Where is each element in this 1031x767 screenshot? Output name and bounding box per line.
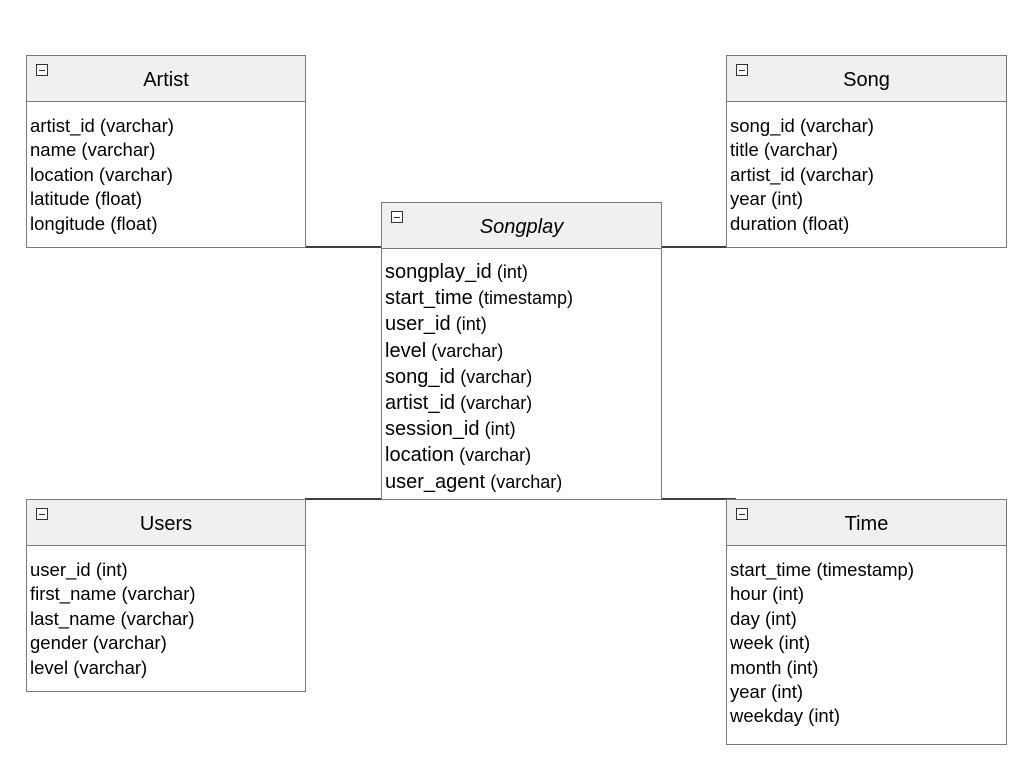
attribute-type: (timestamp)	[477, 288, 573, 309]
attribute-type: (varchar)	[459, 445, 532, 466]
attribute-item: duration (float)	[730, 212, 850, 234]
entity-header[interactable]: Time	[727, 500, 1006, 546]
attribute-item: title (varchar)	[730, 139, 838, 161]
attribute-name: location	[385, 444, 454, 467]
entity-header[interactable]: Song	[727, 56, 1006, 102]
attribute-type: (int)	[455, 314, 487, 335]
attribute-item: longitude (float)	[30, 212, 158, 234]
minus-square-icon[interactable]	[391, 211, 403, 223]
attribute-list: song_id (varchar) title (varchar)artist_i…	[727, 102, 1006, 236]
attribute-item: song_id (varchar)	[730, 115, 874, 136]
attribute-name: session_id	[385, 418, 480, 441]
attribute-item: year (int)	[730, 681, 803, 703]
entity-time[interactable]: Time start_time (timestamp) hour (int)day…	[726, 499, 1007, 745]
attribute-item: user_id (int)	[385, 311, 661, 337]
attribute-item: level (varchar)	[385, 338, 661, 364]
entity-header[interactable]: Users	[27, 500, 305, 546]
attribute-list: artist_id (varchar) name (varchar)locatio…	[27, 102, 305, 236]
attribute-item: weekday (int)	[730, 705, 841, 727]
attribute-type: (varchar)	[490, 471, 563, 492]
attribute-item: hour (int)	[730, 583, 805, 605]
attribute-type: (varchar)	[460, 393, 533, 414]
attribute-item: start_time (timestamp)	[730, 559, 915, 580]
attribute-item: artist_id (varchar)	[385, 390, 661, 416]
entity-songplay[interactable]: Songplay songplay_id (int)start_time (ti…	[381, 202, 662, 500]
entity-title: Songplay	[479, 216, 564, 238]
attribute-item: week (int)	[730, 632, 811, 654]
attribute-item: start_time (timestamp)	[385, 285, 661, 311]
attribute-name: start_time	[385, 287, 473, 310]
entity-title: Time	[844, 513, 889, 535]
attribute-name: songplay_id	[385, 261, 492, 283]
entity-header[interactable]: Songplay	[382, 203, 661, 249]
entity-title: Artist	[143, 69, 189, 91]
minus-square-icon[interactable]	[736, 64, 748, 76]
attribute-item: level (varchar)	[30, 656, 148, 678]
minus-square-icon[interactable]	[736, 508, 748, 520]
attribute-name: level	[385, 339, 427, 362]
entity-artist[interactable]: Artist artist_id (varchar) name (varchar)…	[26, 55, 306, 248]
attribute-item: songplay_id (int)	[385, 259, 661, 285]
entity-header[interactable]: Artist	[27, 56, 305, 102]
attribute-list: user_id (int) first_name (varchar)last_na…	[27, 546, 305, 680]
attribute-list: songplay_id (int)start_time (timestamp)u…	[382, 249, 661, 495]
entity-song[interactable]: Song song_id (varchar) title (varchar)art…	[726, 55, 1007, 248]
minus-square-icon[interactable]	[36, 64, 48, 76]
attribute-item: user_agent (varchar)	[385, 469, 661, 495]
attribute-name: artist_id	[385, 392, 456, 415]
attribute-item: latitude (float)	[30, 188, 143, 210]
attribute-name: user_id	[385, 313, 451, 336]
attribute-item: year (int)	[730, 188, 803, 210]
attribute-item: location (varchar)	[30, 163, 173, 185]
attribute-item: month (int)	[730, 656, 819, 678]
attribute-item: location (varchar)	[385, 442, 661, 468]
entity-title: Users	[139, 513, 193, 535]
attribute-name: song_id	[385, 365, 456, 388]
attribute-item: user_id (int)	[30, 559, 128, 580]
attribute-item: first_name (varchar)	[30, 583, 196, 605]
attribute-item: day (int)	[730, 607, 797, 629]
attribute-item: name (varchar)	[30, 139, 156, 161]
attribute-name: user_agent	[385, 470, 486, 493]
attribute-list: start_time (timestamp) hour (int)day (int…	[727, 546, 1006, 729]
attribute-type: (int)	[484, 419, 516, 440]
attribute-item: artist_id (varchar)	[730, 163, 874, 185]
entity-title: Song	[843, 69, 890, 91]
attribute-type: (int)	[496, 262, 528, 282]
attribute-item: gender (varchar)	[30, 632, 167, 654]
attribute-type: (varchar)	[431, 340, 504, 361]
entity-users[interactable]: Users user_id (int)first_name (varchar)l…	[26, 499, 306, 692]
minus-square-icon[interactable]	[36, 508, 48, 520]
attribute-type: (varchar)	[460, 366, 533, 387]
attribute-item: song_id (varchar)	[385, 364, 661, 390]
attribute-item: session_id (int)	[385, 416, 661, 442]
attribute-item: artist_id (varchar)	[30, 115, 174, 136]
attribute-item: last_name (varchar)	[30, 607, 195, 629]
